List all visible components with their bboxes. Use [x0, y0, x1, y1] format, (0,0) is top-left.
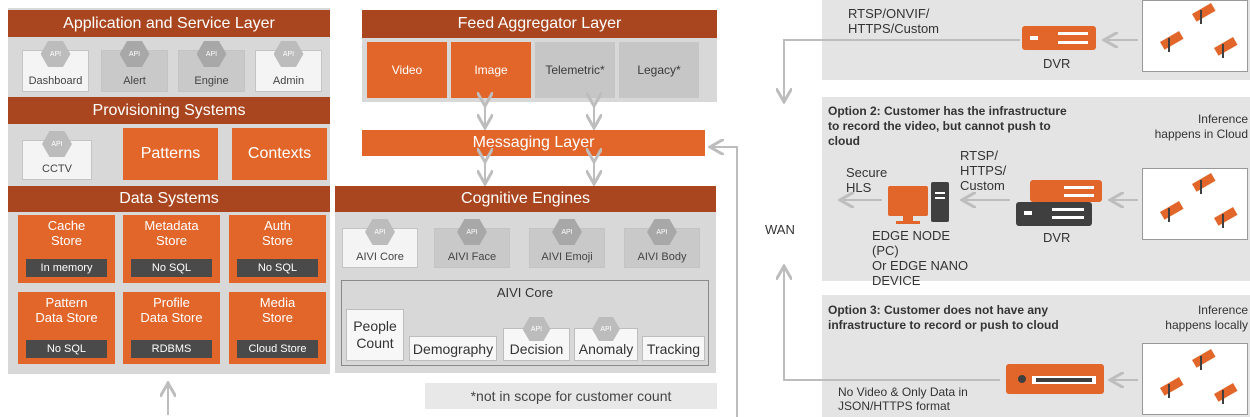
core-item-label: Anomaly: [578, 341, 634, 357]
metadata-store[interactable]: Metadata Store No SQL: [123, 215, 220, 283]
store-tag: No SQL: [237, 259, 318, 277]
feed-aggregator-header: Feed Aggregator Layer: [362, 10, 717, 38]
messaging-layer[interactable]: Messaging Layer: [362, 130, 705, 156]
opt2-inference: Inference happens in Cloud: [1154, 112, 1248, 141]
scope-note: *not in scope for customer count: [425, 383, 717, 409]
store-tag: In memory: [26, 259, 107, 277]
store-tag: No SQL: [26, 340, 107, 358]
api-label: Engine: [194, 75, 229, 87]
patterns-box[interactable]: Patterns: [123, 128, 218, 180]
opt1-route: [784, 39, 1020, 100]
camera-group-2[interactable]: [1142, 168, 1248, 240]
store-name: Profile Data Store: [140, 295, 203, 325]
pattern-data-store[interactable]: Pattern Data Store No SQL: [18, 292, 115, 364]
api-label: CCTV: [42, 163, 72, 175]
core-item-label: People Count: [353, 318, 397, 351]
core-demography[interactable]: Demography: [409, 336, 497, 361]
api-label: Admin: [272, 75, 305, 87]
option2-title: Option 2: Customer has the infrastructur…: [828, 104, 1067, 148]
api-hex-icon: API: [592, 317, 620, 341]
opt2-secure-hls: Secure HLS: [846, 165, 888, 195]
store-name: Metadata Store: [144, 218, 199, 248]
store-name: Auth Store: [261, 218, 294, 248]
camera-icons: [1160, 3, 1238, 404]
app-service-layer-header: Application and Service Layer: [8, 10, 330, 37]
store-name: Media Store: [259, 295, 296, 325]
auth-store[interactable]: Auth Store No SQL: [229, 215, 326, 283]
contexts-box[interactable]: Contexts: [232, 128, 327, 180]
opt2-dvr-label: DVR: [1043, 230, 1071, 245]
store-name: Cache Store: [47, 218, 86, 248]
api-label: Dashboard: [28, 75, 83, 87]
core-people-count[interactable]: People Count: [346, 309, 404, 361]
cache-store[interactable]: Cache Store In memory: [18, 215, 115, 283]
opt3-inference: Inference happens locally: [1165, 303, 1248, 332]
feed-legacy[interactable]: Legacy*: [619, 42, 699, 98]
wan-line: [712, 147, 738, 417]
wan-label: WAN: [765, 222, 795, 237]
api-hex-icon: API: [522, 317, 551, 341]
core-item-label: Decision: [509, 341, 564, 357]
core-item-label: Tracking: [646, 340, 701, 357]
dvr-icon-opt1: [1022, 26, 1096, 50]
store-tag: RDBMS: [131, 340, 212, 358]
api-label: AIVI Body: [637, 251, 687, 263]
feed-image[interactable]: Image: [451, 42, 531, 98]
core-item-label: Demography: [412, 340, 494, 357]
api-label: Alert: [123, 75, 146, 87]
opt1-protocol: RTSP/ONVIF/ HTTPS/Custom: [848, 6, 940, 36]
edge-device-icon-opt3: [1006, 364, 1104, 394]
feed-video[interactable]: Video: [367, 42, 447, 98]
store-name: Pattern Data Store: [35, 295, 98, 325]
aivi-core-title: AIVI Core: [496, 285, 554, 300]
opt2-protocol: RTSP/ HTTPS/ Custom: [960, 148, 1007, 193]
opt3-route: [784, 268, 1000, 381]
camera-group-3[interactable]: [1142, 343, 1248, 415]
scope-note-text: *not in scope for customer count: [470, 388, 672, 404]
edge-node-label: EDGE NODE (PC) Or EDGE NANO DEVICE: [872, 228, 969, 288]
core-tracking[interactable]: Tracking: [642, 336, 705, 361]
api-label: AIVI Core: [356, 251, 404, 263]
edge-node-pc-icon: [888, 182, 949, 224]
store-tag: Cloud Store: [237, 340, 318, 358]
cognitive-engines-header: Cognitive Engines: [335, 186, 716, 212]
opt3-bottom-note: No Video & Only Data in JSON/HTTPS forma…: [838, 385, 968, 413]
store-tag: No SQL: [131, 259, 212, 277]
opt1-dvr-label: DVR: [1043, 56, 1071, 71]
option3-title: Option 3: Customer does not have any inf…: [828, 303, 1059, 332]
api-label: AIVI Emoji: [541, 251, 593, 263]
provisioning-systems-header: Provisioning Systems: [8, 97, 330, 124]
dvr-icon-opt2: [1016, 180, 1102, 226]
feed-telemetric[interactable]: Telemetric*: [535, 42, 615, 98]
api-label: AIVI Face: [447, 251, 497, 263]
camera-group-1[interactable]: [1142, 0, 1248, 72]
data-systems-header: Data Systems: [8, 186, 330, 212]
